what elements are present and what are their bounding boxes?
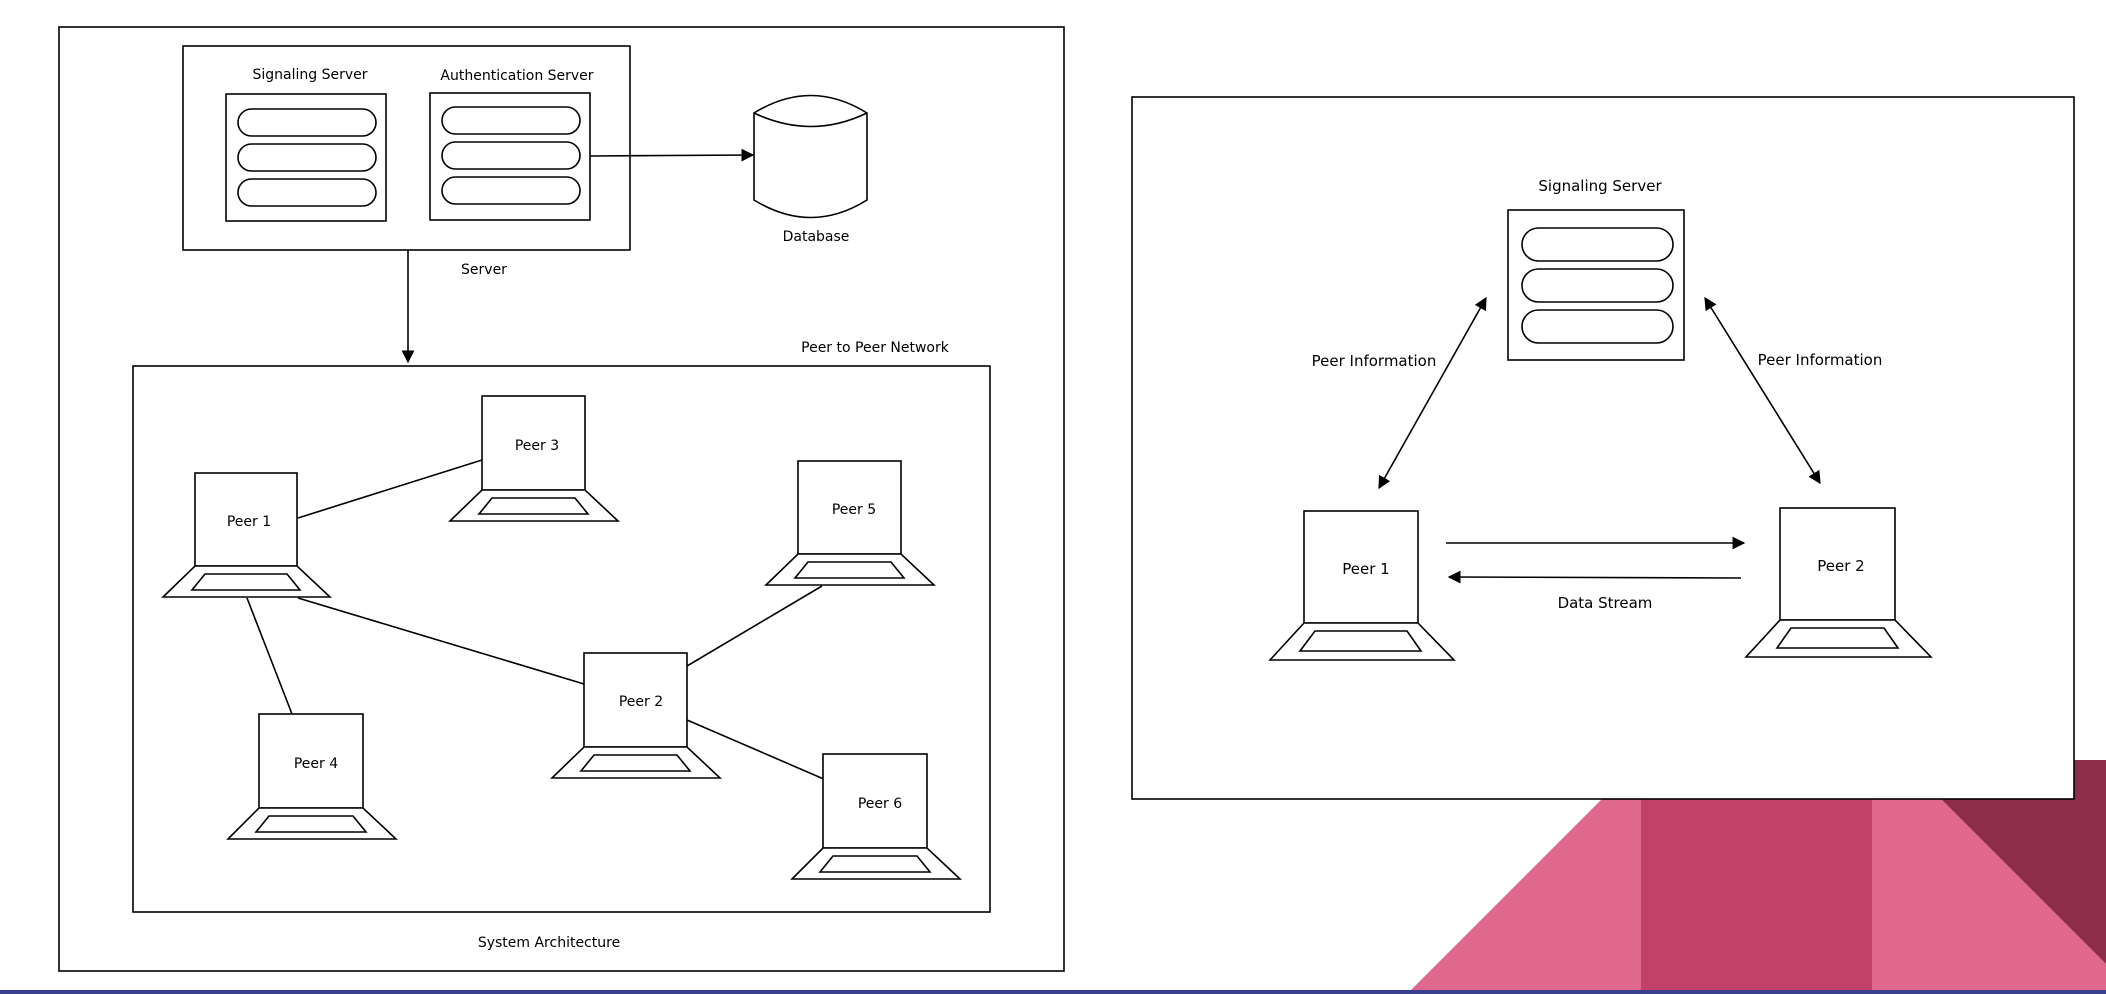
signaling-server-label: Signaling Server xyxy=(252,67,367,83)
peer-6-label: Peer 6 xyxy=(858,796,902,812)
peer-2-label: Peer 2 xyxy=(619,694,663,710)
authentication-server-icon xyxy=(429,92,591,221)
data-stream-arrow-back xyxy=(1447,570,1742,584)
diagram-caption: System Architecture xyxy=(478,935,620,951)
laptop-peer-4: Peer 4 xyxy=(226,713,399,840)
right-peer-2-label: Peer 2 xyxy=(1817,557,1864,575)
system-architecture-diagram: Signaling Server Authentication Server S… xyxy=(58,26,1065,972)
peer-1-label: Peer 1 xyxy=(227,514,271,530)
database-label: Database xyxy=(783,229,850,245)
data-stream-label: Data Stream xyxy=(1558,594,1653,612)
laptop-peer-1: Peer 1 xyxy=(161,472,333,598)
deco-maroon xyxy=(1902,760,2106,964)
database-icon xyxy=(753,94,868,219)
right-signaling-server-label: Signaling Server xyxy=(1538,177,1662,195)
peer-info-arrow-right xyxy=(1704,296,1821,485)
right-diagram-frame xyxy=(1131,96,2075,800)
laptop-peer-2: Peer 2 xyxy=(550,652,723,779)
signaling-flow-diagram: Signaling Server Peer Information Peer I… xyxy=(1131,96,2075,800)
server-label: Server xyxy=(461,262,507,278)
laptop-peer-5: Peer 5 xyxy=(764,460,937,586)
laptop-peer-3: Peer 3 xyxy=(448,395,621,522)
network-label: Peer to Peer Network xyxy=(801,340,950,356)
peer-3-label: Peer 3 xyxy=(515,438,559,454)
peer-info-left-label: Peer Information xyxy=(1312,352,1437,370)
deco-pink-right xyxy=(1872,760,2106,994)
right-laptop-peer-2: Peer 2 xyxy=(1744,507,1933,658)
right-signaling-server-icon xyxy=(1507,209,1685,361)
deco-pink-left xyxy=(1407,760,1641,994)
peer-5-label: Peer 5 xyxy=(832,502,876,518)
right-peer-1-label: Peer 1 xyxy=(1342,560,1389,578)
peer-4-label: Peer 4 xyxy=(294,756,338,772)
network-links xyxy=(246,459,827,781)
signaling-server-icon xyxy=(225,93,387,222)
auth-to-database-arrow xyxy=(589,148,755,162)
authentication-server-label: Authentication Server xyxy=(440,68,593,84)
bottom-rule xyxy=(0,990,2106,994)
peer-info-arrow-left xyxy=(1378,296,1487,490)
laptop-peer-6: Peer 6 xyxy=(790,753,963,880)
right-laptop-peer-1: Peer 1 xyxy=(1268,510,1456,661)
peer-info-right-label: Peer Information xyxy=(1758,351,1883,369)
decorative-corner xyxy=(1407,760,2106,994)
